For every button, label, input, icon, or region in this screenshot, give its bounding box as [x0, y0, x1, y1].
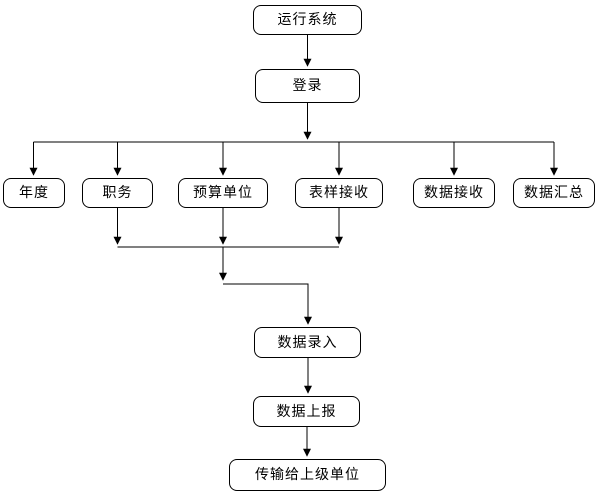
- node-budget-unit-label: 预算单位: [193, 185, 253, 201]
- node-data-entry-label: 数据录入: [277, 334, 338, 351]
- node-data-receive: 数据接收: [413, 178, 495, 208]
- edge-jog-to-data-entry: [223, 283, 312, 325]
- node-form-receive-label: 表样接收: [309, 185, 369, 201]
- node-transmit-superior: 传输给上级单位: [229, 459, 386, 491]
- node-position: 职务: [82, 178, 153, 208]
- node-form-receive: 表样接收: [295, 178, 383, 208]
- node-data-summary: 数据汇总: [513, 178, 595, 208]
- node-login: 登录: [255, 69, 360, 103]
- node-transmit-superior-label: 传输给上级单位: [255, 467, 360, 483]
- node-data-receive-label: 数据接收: [424, 185, 484, 201]
- node-data-entry: 数据录入: [254, 327, 361, 358]
- node-budget-unit: 预算单位: [178, 178, 268, 208]
- node-data-summary-label: 数据汇总: [524, 185, 584, 201]
- node-login-label: 登录: [292, 78, 323, 94]
- node-year: 年度: [3, 178, 65, 208]
- node-position-label: 职务: [102, 185, 133, 201]
- node-data-report-label: 数据上报: [276, 403, 337, 420]
- node-run-system-label: 运行系统: [277, 12, 338, 28]
- node-year-label: 年度: [19, 185, 49, 201]
- node-data-report: 数据上报: [253, 396, 360, 427]
- node-run-system: 运行系统: [253, 5, 362, 35]
